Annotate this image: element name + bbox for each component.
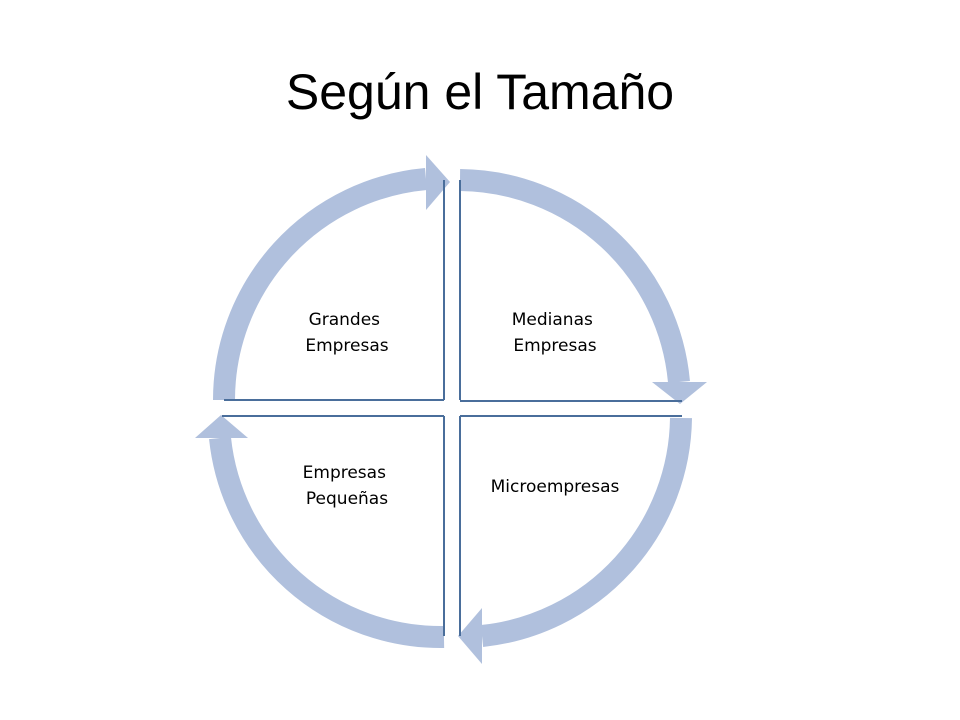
quadrant-label-grandes: Grandes Empresas: [305, 310, 388, 356]
quadrant-dividers: [222, 180, 682, 636]
quadrant-labels: Grandes Empresas Medianas Empresas Micro…: [303, 310, 620, 509]
arc-arrow-top-left: [213, 168, 427, 401]
arc-arrow-top-right: [459, 169, 690, 383]
arrowhead-bottom-left: [195, 415, 248, 438]
arc-arrow-bottom-left: [209, 436, 445, 649]
slide-title: Según el Tamaño: [285, 64, 675, 120]
quadrant-label-medianas: Medianas Empresas: [512, 310, 599, 356]
arrowhead-top-right: [652, 382, 707, 404]
arc-arrow-bottom-right: [480, 417, 692, 647]
quadrant-label-pequenas: Empresas Pequeñas: [303, 463, 392, 509]
arrowhead-top-left: [426, 155, 450, 210]
arrowhead-bottom-right: [458, 608, 482, 664]
cycle-arrows: [195, 155, 707, 664]
quadrant-label-microempresas: Microempresas: [491, 477, 620, 497]
